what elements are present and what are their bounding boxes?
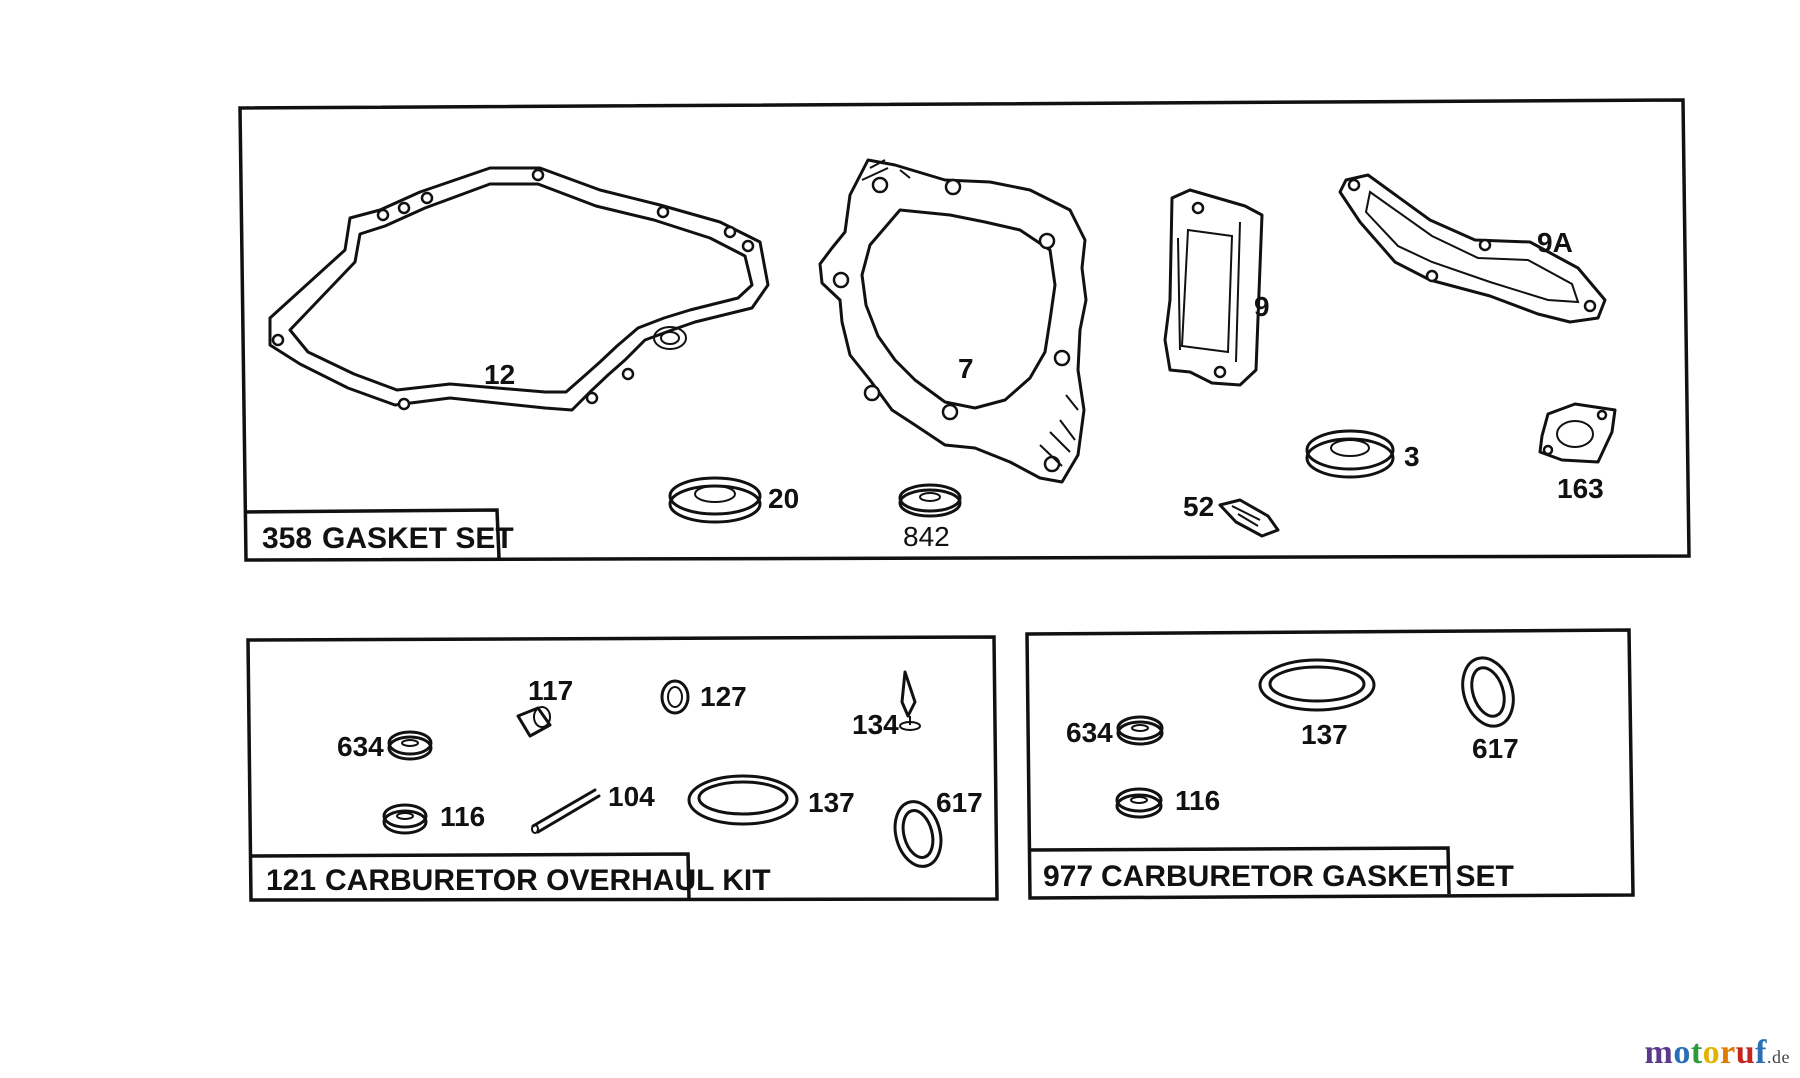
oil-seal-20 [668,476,762,524]
oil-seal-3 [1305,429,1395,479]
carburetor-gasket-panel: 977 CARBURETOR GASKET SET 634 137 617 11… [1025,628,1635,900]
part-label-12: 12 [484,359,515,390]
part-label-9: 9 [1254,291,1270,322]
watermark-letter: o [1673,1034,1691,1071]
crankcase-gasket-12 [268,166,770,412]
part-134 [899,670,921,731]
carb-label-104: 104 [608,781,655,812]
carb-label-127: 127 [700,681,747,712]
carb-label-116: 116 [440,801,485,832]
part-137 [687,774,799,826]
gasket-set-part-137 [1258,658,1376,712]
carb-gasket-number: 977 [1043,860,1093,893]
carb-label-117: 117 [528,675,573,706]
part-127 [660,679,690,715]
part-label-842: 842 [903,521,950,552]
gasket-set-title: GASKET SET [322,522,514,555]
gasket-set-part-617 [1461,656,1515,728]
gasket-9a [1338,173,1607,324]
part-label-20: 20 [768,483,799,514]
part-617 [893,800,943,868]
part-116 [382,803,428,835]
carb-label-617: 617 [936,787,983,818]
watermark-letter: u [1735,1034,1756,1071]
part-label-52: 52 [1183,491,1214,522]
carb-label-134: 134 [852,709,899,740]
watermark-letter: m [1644,1034,1674,1071]
gasket-set-label-617: 617 [1472,733,1519,764]
watermark-letters: motoruf [1645,1034,1768,1071]
washer-842 [898,483,962,518]
motoruf-watermark-logo: motoruf.de [1645,1034,1791,1072]
watermark-letter: o [1702,1034,1721,1071]
carb-overhaul-number: 121 [266,864,316,897]
carb-overhaul-title: CARBURETOR OVERHAUL KIT [325,864,771,897]
part-104 [531,788,601,834]
part-label-9a: 9A [1537,227,1573,258]
carburetor-overhaul-panel: 121 CARBURETOR OVERHAUL KIT 117 127 134 … [246,635,999,902]
part-117 [516,706,552,738]
cylinder-head-gasket-7 [818,158,1088,484]
gasket-52 [1218,498,1280,538]
gasket-163 [1538,402,1617,464]
gasket-set-label-634: 634 [1066,717,1113,748]
part-label-163: 163 [1557,473,1604,504]
gasket-set-panel: 358 GASKET SET 12 [238,98,1691,562]
carb-gasket-title: CARBURETOR GASKET SET [1101,860,1514,893]
part-label-7: 7 [958,353,974,384]
gasket-set-part-634 [1116,715,1164,746]
carb-label-634: 634 [337,731,384,762]
carb-label-137: 137 [808,787,855,818]
gasket-set-number: 358 [262,522,312,555]
part-label-3: 3 [1404,441,1420,472]
watermark-tld: .de [1767,1047,1790,1067]
gasket-set-label-116: 116 [1175,785,1220,816]
gasket-set-label-137: 137 [1301,719,1348,750]
part-634 [387,730,433,761]
watermark-letter: r [1720,1034,1736,1071]
gasket-set-part-116 [1115,787,1163,819]
watermark-letter: t [1690,1034,1703,1071]
watermark-letter: f [1755,1034,1767,1071]
gasket-9 [1163,188,1264,387]
